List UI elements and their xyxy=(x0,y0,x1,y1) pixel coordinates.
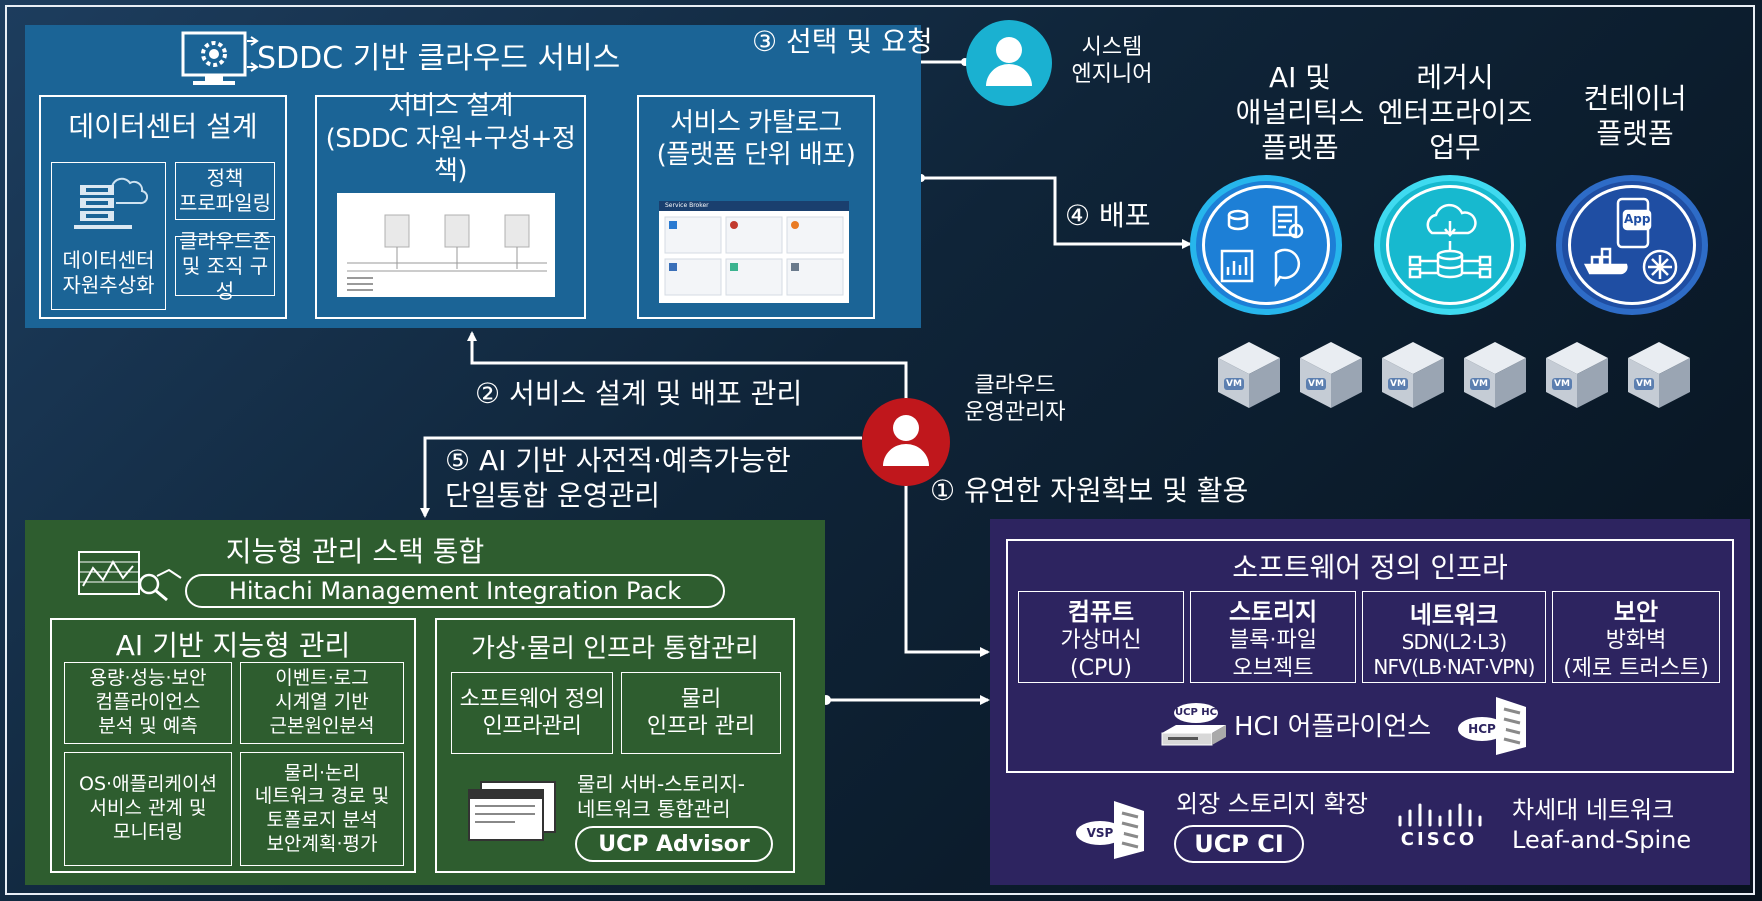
vm-icon: VM xyxy=(1626,340,1692,410)
catalog-screenshot: Service Broker xyxy=(659,201,849,303)
outer-frame xyxy=(5,5,1755,895)
windows-icon xyxy=(467,780,557,842)
ucp-ci-pill: UCP CI xyxy=(1174,825,1304,863)
dc-design-box: 데이터센터 설계 데이터센터 자원추상화 정책 프로파일링 클라우드존 및 조직… xyxy=(39,95,287,319)
infra-mgmt-title: 가상·물리 인프라 통합관리 xyxy=(471,633,759,664)
person-icon xyxy=(986,37,1032,86)
sdi-compute: 컴퓨트 가상머신 (CPU) xyxy=(1018,591,1184,683)
sdi-col-body: SDN(L2·L3) NFV(LB·NAT·VPN) xyxy=(1373,629,1535,679)
platform-legacy-label: 레거시 엔터프라이즈 업무 xyxy=(1377,60,1533,164)
system-engineer-label: 시스템 엔지니어 xyxy=(1071,34,1153,88)
vm-label: VM xyxy=(1472,379,1488,389)
step1-label: ① 유연한 자원확보 및 활용 xyxy=(930,474,1249,507)
cisco-logo-text: CISCO xyxy=(1400,829,1478,850)
cloud-zone-org: 클라우드존 및 조직 구성 xyxy=(175,229,275,303)
sdi-col-head: 보안 xyxy=(1613,598,1659,626)
vm-label: VM xyxy=(1554,379,1570,389)
vm-label: VM xyxy=(1636,379,1652,389)
vm-icon: VM xyxy=(1380,340,1446,410)
container-app-icon xyxy=(1583,197,1678,285)
sdi-col-body: 블록·파일 오브젝트 xyxy=(1229,628,1317,681)
hcp-badge: HCP xyxy=(1468,722,1496,736)
sdi-col-head: 네트워크 xyxy=(1409,600,1499,629)
policy-profiling: 정책 프로파일링 xyxy=(175,162,275,220)
ai-mgmt-title: AI 기반 지능형 관리 xyxy=(115,629,351,662)
system-engineer-avatar xyxy=(966,20,1052,106)
vm-icon: VM xyxy=(1216,340,1282,410)
sdi-panel: 소프트웨어 정의 인프라 컴퓨트 가상머신 (CPU) 스토리지 블록·파일 오… xyxy=(990,519,1750,885)
monitor-gear-icon xyxy=(175,31,261,89)
vm-label: VM xyxy=(1390,379,1406,389)
sdi-col-head: 컴퓨트 xyxy=(1067,598,1135,626)
ai-mgmt-item: 용량·성능·보안 컴플라이언스 분석 및 예측 xyxy=(64,662,232,744)
infra-mgmt-box: 가상·물리 인프라 통합관리 소프트웨어 정의 인프라관리 물리 인프라 관리 … xyxy=(435,618,795,873)
platform-ai-circle xyxy=(1190,175,1342,315)
catalog-screenshot-header: Service Broker xyxy=(659,201,849,211)
sdi-col-body: 가상머신 (CPU) xyxy=(1060,628,1142,681)
vsp-badge: VSP xyxy=(1086,826,1114,840)
cisco-logo: CISCO xyxy=(1394,799,1484,851)
sdi-col-head: 스토리지 xyxy=(1228,598,1318,626)
hcp-storage-icon: HCP xyxy=(1456,691,1536,757)
app-badge: App xyxy=(1624,212,1651,226)
sdi-title: 소프트웨어 정의 인프라 xyxy=(1232,551,1508,584)
physical-mgmt-box: 물리 인프라 관리 xyxy=(621,672,781,754)
dc-virtualization-label: 데이터센터 자원추상화 xyxy=(62,248,155,297)
vm-icon: VM xyxy=(1462,340,1528,410)
step2-label: ② 서비스 설계 및 배포 관리 xyxy=(475,377,803,410)
sdi-box: 소프트웨어 정의 인프라 컴퓨트 가상머신 (CPU) 스토리지 블록·파일 오… xyxy=(1006,539,1734,773)
vm-icon: VM xyxy=(1544,340,1610,410)
arrow-resource xyxy=(904,478,990,657)
ucp-hc-badge: UCP HC xyxy=(1175,707,1217,718)
mgmt-stack-panel: 지능형 관리 스택 통합 Hitachi Management Integrat… xyxy=(25,520,825,885)
hitachi-pack-pill: Hitachi Management Integration Pack xyxy=(185,574,725,608)
sddc-title: SDDC 기반 클라우드 서비스 xyxy=(257,41,621,76)
arrow-ai-operation xyxy=(420,436,862,518)
ai-mgmt-item: 이벤트·로그 시계열 기반 근본원인분석 xyxy=(240,662,404,744)
vm-label: VM xyxy=(1226,379,1242,389)
blueprint-screenshot xyxy=(337,193,555,297)
sdi-mgmt-box: 소프트웨어 정의 인프라관리 xyxy=(451,672,613,754)
vm-icon: VM xyxy=(1298,340,1364,410)
platform-legacy-circle xyxy=(1374,175,1526,315)
sdi-storage: 스토리지 블록·파일 오브젝트 xyxy=(1190,591,1356,683)
arrow-design-manage xyxy=(467,331,908,402)
service-catalog-title: 서비스 카탈로그 (플랫폼 단위 배포) xyxy=(656,107,856,171)
mgmt-stack-title: 지능형 관리 스택 통합 xyxy=(225,535,485,568)
cloud-admin-label: 클라우드 운영관리자 xyxy=(964,372,1066,426)
service-design-title: 서비스 설계 (SDDC 자원+구성+정책) xyxy=(325,91,576,187)
service-catalog-box: 서비스 카탈로그 (플랫폼 단위 배포) Service Broker xyxy=(637,95,875,319)
analytics-icon xyxy=(1220,205,1304,288)
person-icon xyxy=(883,415,929,466)
ai-mgmt-item: 물리·논리 네트워크 경로 및 토폴로지 분석 보안계획·평가 xyxy=(240,752,404,866)
step4-label: ④ 배포 xyxy=(1065,199,1151,232)
vsp-storage-icon: VSP xyxy=(1074,795,1154,861)
cloud-database-icon xyxy=(1408,203,1492,279)
server-storage-network-label: 물리 서버-스토리지- 네트워크 통합관리 xyxy=(577,772,745,821)
ucp-advisor-pill: UCP Advisor xyxy=(575,826,773,862)
sddc-panel: SDDC 기반 클라우드 서비스 데이터센터 설계 데이터센터 자원추상화 정책… xyxy=(25,25,921,328)
next-gen-network-label: 차세대 네트워크 Leaf-and-Spine xyxy=(1512,796,1692,854)
dc-virtualization-box: 데이터센터 자원추상화 xyxy=(51,162,166,310)
cloud-admin-avatar xyxy=(862,398,950,486)
ai-mgmt-item: OS·애플리케이션 서비스 관계 및 모니터링 xyxy=(64,752,232,866)
monitoring-chart-icon xyxy=(77,550,185,602)
step5-label: ⑤ AI 기반 사전적·예측가능한 단일통합 운영관리 xyxy=(445,444,791,512)
vm-label: VM xyxy=(1308,379,1324,389)
server-cloud-icon xyxy=(72,171,149,231)
sdi-col-body: 방화벽 (제로 트러스트) xyxy=(1563,628,1709,681)
sdi-network: 네트워크 SDN(L2·L3) NFV(LB·NAT·VPN) xyxy=(1362,591,1546,683)
platform-container-label: 컨테이너 플랫폼 xyxy=(1583,82,1687,150)
ai-mgmt-box: AI 기반 지능형 관리 용량·성능·보안 컴플라이언스 분석 및 예측 이벤트… xyxy=(50,618,416,873)
platform-ai-label: AI 및 애널리틱스 플랫폼 xyxy=(1235,60,1365,164)
ucp-hc-appliance-icon: UCP HC xyxy=(1158,699,1230,755)
service-design-box: 서비스 설계 (SDDC 자원+구성+정책) xyxy=(315,91,586,319)
external-storage-label: 외장 스토리지 확장 xyxy=(1176,790,1368,818)
platform-container-circle: App xyxy=(1556,175,1708,315)
step3-label: ③ 선택 및 요청 xyxy=(752,25,933,58)
hci-appliance-label: HCI 어플라이언스 xyxy=(1234,712,1432,742)
sdi-security: 보안 방화벽 (제로 트러스트) xyxy=(1552,591,1720,683)
dc-design-title: 데이터센터 설계 xyxy=(68,110,258,143)
arrow-deploy xyxy=(921,176,1192,249)
